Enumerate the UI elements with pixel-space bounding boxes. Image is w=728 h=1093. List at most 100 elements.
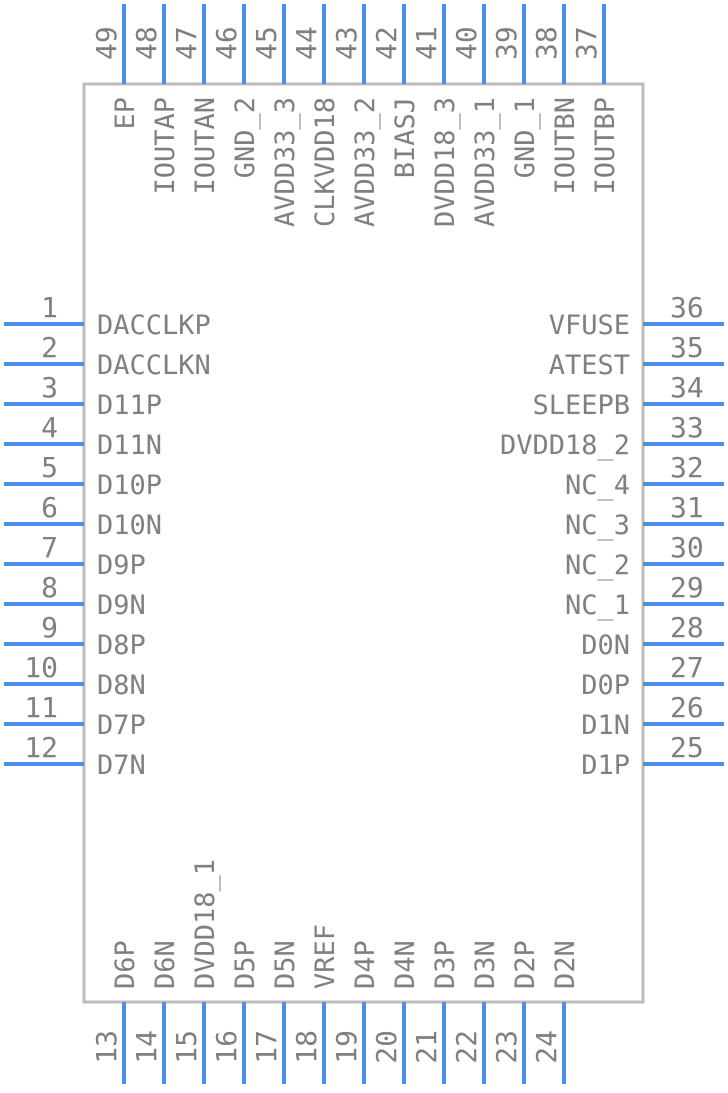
- pin-number-10: 10: [24, 651, 58, 684]
- pin-number-39: 39: [490, 26, 523, 60]
- pin-number-3: 3: [41, 371, 58, 404]
- pin-name-21: D3P: [430, 940, 461, 989]
- pin-name-30: NC_2: [565, 550, 630, 581]
- pin-number-16: 16: [210, 1030, 243, 1064]
- pin-name-33: DVDD18_2: [500, 430, 630, 461]
- pin-number-15: 15: [170, 1030, 203, 1064]
- pin-name-4: D11N: [97, 430, 162, 461]
- pin-number-36: 36: [670, 291, 704, 324]
- pin-number-9: 9: [41, 611, 58, 644]
- pin-name-19: D4P: [350, 940, 381, 989]
- pin-name-35: ATEST: [549, 350, 630, 381]
- pin-name-27: D0P: [581, 670, 630, 701]
- pin-number-31: 31: [670, 491, 704, 524]
- pin-name-9: D8P: [97, 630, 146, 661]
- pin-name-40: AVDD33_1: [470, 97, 501, 227]
- pin-number-45: 45: [250, 26, 283, 60]
- pin-number-43: 43: [330, 26, 363, 60]
- pin-number-8: 8: [41, 571, 58, 604]
- pin-name-16: D5P: [230, 940, 261, 989]
- pin-name-28: D0N: [581, 630, 630, 661]
- pin-number-35: 35: [670, 331, 704, 364]
- pin-name-20: D4N: [390, 940, 421, 989]
- pin-name-41: DVDD18_3: [430, 97, 461, 227]
- pin-number-14: 14: [130, 1030, 163, 1064]
- pin-name-37: IOUTBP: [590, 97, 621, 195]
- pin-number-27: 27: [670, 651, 704, 684]
- pin-number-32: 32: [670, 451, 704, 484]
- pin-number-17: 17: [250, 1030, 283, 1064]
- ic-body: [82, 82, 645, 1004]
- pin-name-44: CLKVDD18: [310, 97, 341, 227]
- pin-name-8: D9N: [97, 590, 146, 621]
- pin-number-34: 34: [670, 371, 704, 404]
- pin-name-22: D3N: [470, 940, 501, 989]
- pin-name-23: D2P: [510, 940, 541, 989]
- pin-name-13: D6P: [110, 940, 141, 989]
- pin-name-10: D8N: [97, 670, 146, 701]
- pin-name-11: D7P: [97, 710, 146, 741]
- pin-name-29: NC_1: [565, 590, 630, 621]
- pin-name-6: D10N: [97, 510, 162, 541]
- pin-number-19: 19: [330, 1030, 363, 1064]
- pin-number-26: 26: [670, 691, 704, 724]
- pin-number-42: 42: [370, 26, 403, 60]
- pin-name-5: D10P: [97, 470, 162, 501]
- pin-name-14: D6N: [150, 940, 181, 989]
- pin-name-18: VREF: [310, 924, 341, 989]
- pin-name-34: SLEEPB: [532, 390, 630, 421]
- pin-number-21: 21: [410, 1030, 443, 1064]
- pin-name-49: EP: [110, 97, 141, 130]
- pin-number-13: 13: [90, 1030, 123, 1064]
- pin-number-4: 4: [41, 411, 58, 444]
- pin-name-1: DACCLKP: [97, 310, 211, 341]
- pin-number-37: 37: [570, 26, 603, 60]
- pin-number-5: 5: [41, 451, 58, 484]
- pin-name-25: D1P: [581, 750, 630, 781]
- pin-name-48: IOUTAP: [150, 97, 181, 195]
- pin-name-42: BIASJ: [390, 97, 421, 178]
- pin-number-1: 1: [41, 291, 58, 324]
- pin-number-24: 24: [530, 1030, 563, 1064]
- pin-name-43: AVDD33_2: [350, 97, 381, 227]
- pin-number-2: 2: [41, 331, 58, 364]
- pin-number-18: 18: [290, 1030, 323, 1064]
- pin-number-12: 12: [24, 731, 58, 764]
- pin-number-20: 20: [370, 1030, 403, 1064]
- pin-number-48: 48: [130, 26, 163, 60]
- pin-name-15: DVDD18_1: [190, 859, 221, 989]
- pin-number-28: 28: [670, 611, 704, 644]
- pin-number-33: 33: [670, 411, 704, 444]
- pin-name-31: NC_3: [565, 510, 630, 541]
- pin-number-30: 30: [670, 531, 704, 564]
- pin-name-17: D5N: [270, 940, 301, 989]
- pin-number-46: 46: [210, 26, 243, 60]
- pin-number-22: 22: [450, 1030, 483, 1064]
- pin-name-26: D1N: [581, 710, 630, 741]
- pin-number-25: 25: [670, 731, 704, 764]
- pin-number-6: 6: [41, 491, 58, 524]
- pin-name-46: GND_2: [230, 97, 261, 178]
- pin-name-2: DACCLKN: [97, 350, 211, 381]
- pin-number-38: 38: [530, 26, 563, 60]
- pin-name-7: D9P: [97, 550, 146, 581]
- pin-name-32: NC_4: [565, 470, 630, 501]
- pin-name-45: AVDD33_3: [270, 97, 301, 227]
- pin-number-29: 29: [670, 571, 704, 604]
- pin-number-23: 23: [490, 1030, 523, 1064]
- pin-name-47: IOUTAN: [190, 97, 221, 195]
- pin-number-7: 7: [41, 531, 58, 564]
- pin-number-47: 47: [170, 26, 203, 60]
- pin-name-24: D2N: [550, 940, 581, 989]
- pin-name-38: IOUTBN: [550, 97, 581, 195]
- pin-number-11: 11: [24, 691, 58, 724]
- pin-number-49: 49: [90, 26, 123, 60]
- pin-name-39: GND_1: [510, 97, 541, 178]
- pin-name-12: D7N: [97, 750, 146, 781]
- pin-number-44: 44: [290, 26, 323, 60]
- pin-name-36: VFUSE: [549, 310, 630, 341]
- pin-name-3: D11P: [97, 390, 162, 421]
- pin-number-40: 40: [450, 26, 483, 60]
